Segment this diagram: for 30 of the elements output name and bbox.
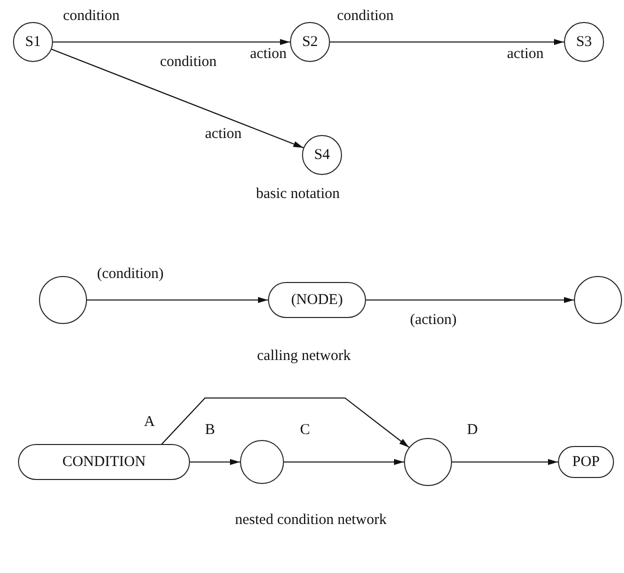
- state-circle: [13, 22, 53, 62]
- edge-label: (condition): [97, 266, 164, 282]
- rounded-box: [268, 282, 366, 318]
- node-label: S4: [314, 146, 330, 164]
- arrow: [51, 48, 304, 148]
- rounded-box: [558, 446, 614, 478]
- state-circle: [564, 22, 604, 62]
- state-circle: [404, 438, 452, 486]
- state-circle: [290, 22, 330, 62]
- caption: calling network: [257, 348, 351, 364]
- arrow: [53, 39, 290, 45]
- arrow: [87, 297, 268, 303]
- state-circle: [574, 276, 622, 324]
- node-label: S3: [576, 34, 592, 50]
- node-label: CONDITION: [62, 454, 146, 470]
- arrow: [330, 39, 564, 45]
- state-circle: [39, 276, 87, 324]
- state-circle: [302, 135, 342, 175]
- edge-label: (action): [410, 312, 457, 328]
- arrow: [452, 459, 558, 465]
- arrow: [160, 397, 410, 448]
- arrow: [366, 297, 574, 303]
- node-label: S2: [302, 34, 318, 50]
- node-label: POP: [572, 454, 600, 470]
- arrow: [284, 459, 404, 465]
- node-label: S1: [25, 34, 41, 50]
- node-label: (NODE): [291, 292, 343, 308]
- arrow: [190, 459, 240, 465]
- state-circle: [240, 440, 284, 484]
- rounded-box: [18, 444, 190, 480]
